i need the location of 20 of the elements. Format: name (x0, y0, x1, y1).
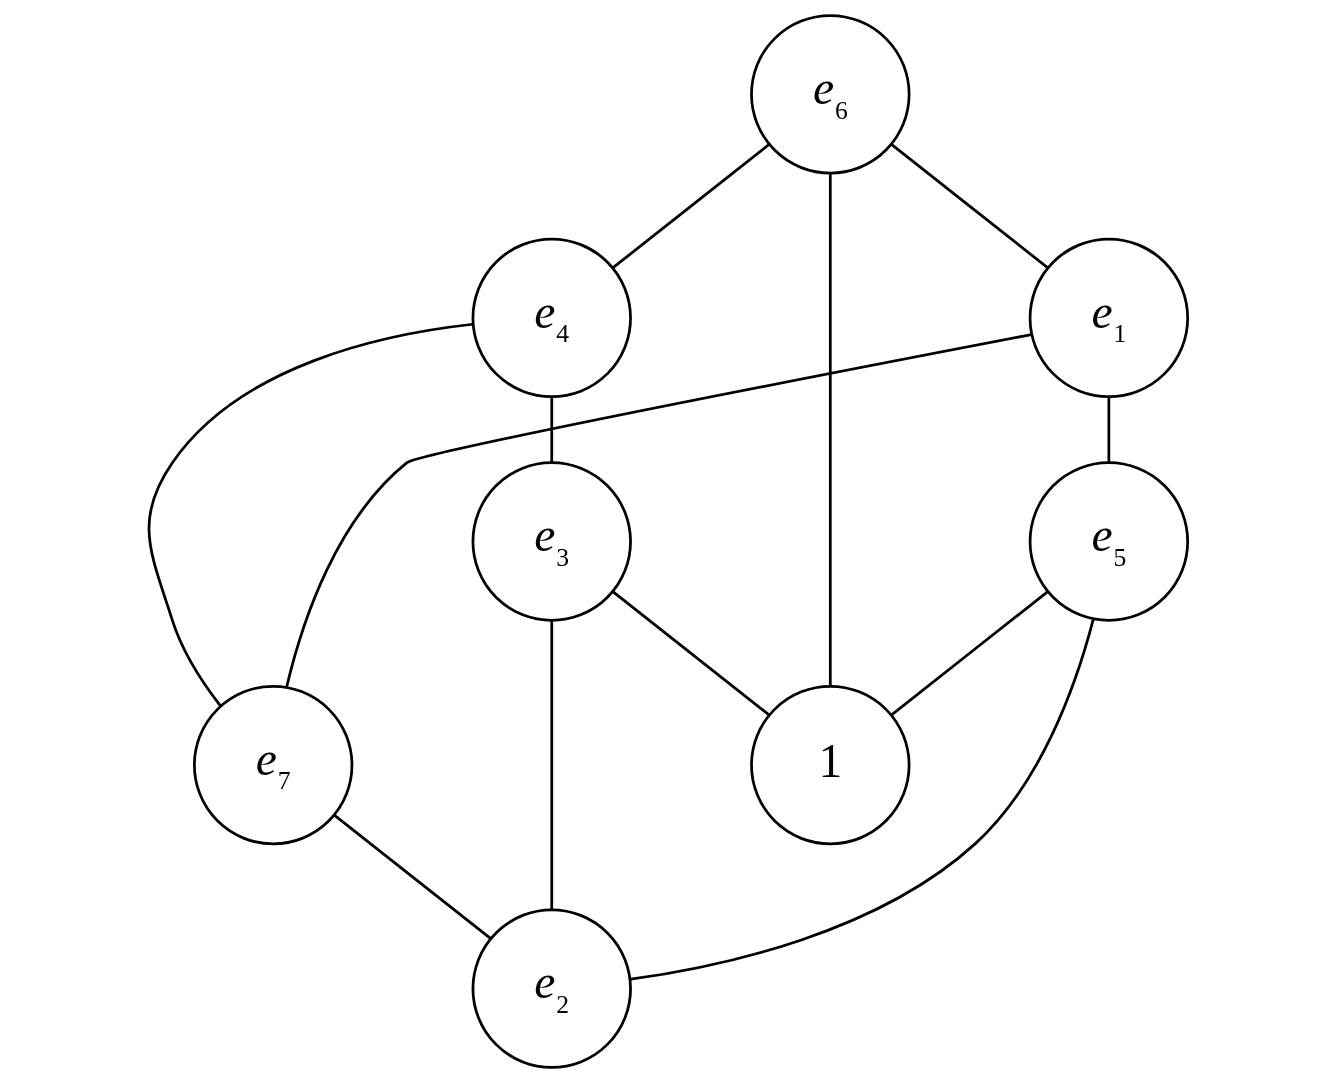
connector (549, 620, 553, 910)
connector (284, 333, 1032, 688)
connector (332, 814, 492, 940)
connector (611, 143, 770, 269)
node-circle: e$_{4}$ (471, 237, 632, 399)
node-circle: e$_{1}$ (1028, 237, 1189, 399)
connector (630, 618, 1095, 981)
connector (1107, 397, 1110, 463)
connector (890, 143, 1049, 269)
connector (889, 590, 1049, 717)
node-circle: e$_{7}$ (192, 684, 353, 846)
connector (611, 590, 770, 717)
connector (549, 397, 553, 463)
node-circle: e$_{3}$ (471, 461, 632, 622)
node-circle: 1 (749, 684, 910, 846)
node-circle: e$_{2}$ (471, 908, 632, 1069)
node-circle: e$_{5}$ (1028, 461, 1189, 622)
node-circle: e$_{6}$ (749, 14, 910, 175)
connector (147, 322, 473, 707)
connector (828, 173, 832, 687)
